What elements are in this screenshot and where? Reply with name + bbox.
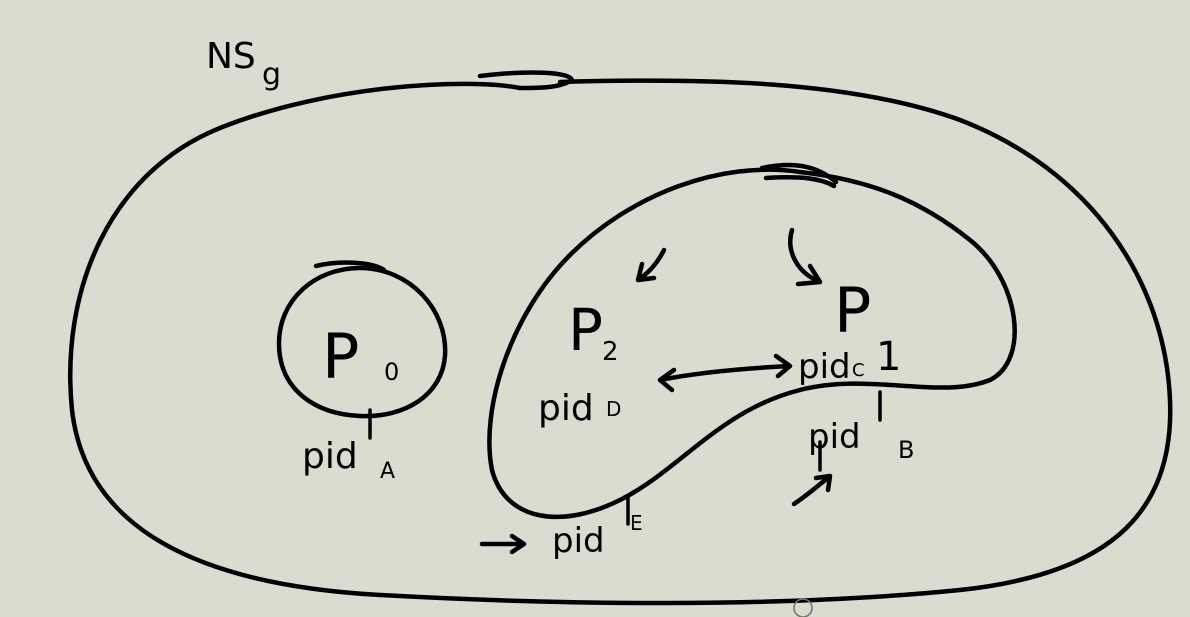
p2-pid-label: pid <box>538 388 594 429</box>
outer-namespace-boundary <box>68 78 1173 606</box>
p0-pid-sub: A <box>380 459 395 484</box>
p1-label-sub: 1 <box>876 334 901 380</box>
namespace-label: NS <box>206 36 256 77</box>
pid-e-label: pid <box>552 521 605 561</box>
pid-e-sub: E <box>630 511 643 535</box>
p2-pid-sub: D <box>606 397 621 421</box>
inner-boundary-overlap <box>759 162 839 189</box>
inner-namespace-boundary <box>487 167 1017 520</box>
double-arrow-pid-d-pid-c <box>657 353 793 393</box>
pid-b-sub: B <box>898 436 914 464</box>
p0-label: P <box>322 320 359 393</box>
p1-label: P <box>834 274 871 347</box>
p0-circle-overlap <box>313 260 387 273</box>
arrow-into-p2 <box>635 247 667 283</box>
p1-pid-label: pid <box>798 347 851 387</box>
p1-pid-sub: C <box>852 360 865 381</box>
outer-boundary-overlap <box>477 70 575 91</box>
arrow-to-pid-e <box>479 533 527 555</box>
arrow-into-p1 <box>788 227 823 287</box>
p0-label-sub: 0 <box>384 358 399 386</box>
p0-circle <box>276 265 448 419</box>
pid-b-label: pid <box>808 417 861 457</box>
namespace-label-sub: g <box>262 57 281 92</box>
p2-label: P <box>568 296 603 364</box>
p0-pid-label: pid <box>302 436 358 477</box>
cursor-ring <box>793 598 813 617</box>
p2-label-sub: 2 <box>602 337 619 367</box>
arrow-to-pid-b <box>791 473 833 507</box>
